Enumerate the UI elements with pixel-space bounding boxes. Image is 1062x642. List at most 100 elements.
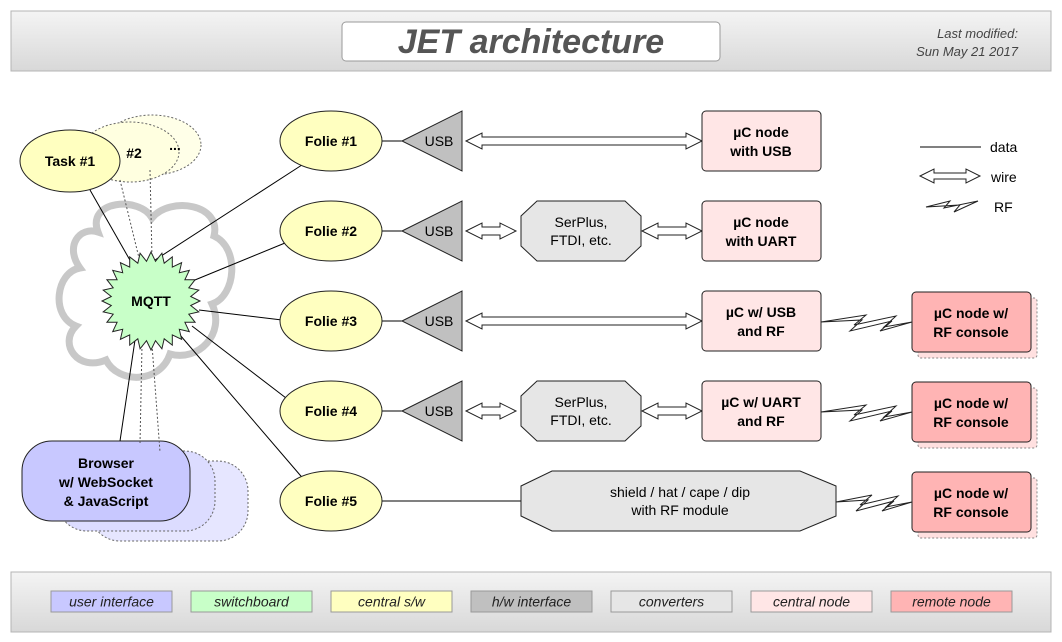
folie-1 xyxy=(279,110,383,172)
remote-node-2-line-2: RF console xyxy=(933,414,1009,430)
legend-items: user interface switchboard central s/w h/w … xyxy=(50,590,1013,613)
page-title: JET architecture xyxy=(398,23,664,61)
usb-interface-1 xyxy=(400,110,463,172)
rf-link-row3 xyxy=(820,314,913,332)
usb-label-3: USB xyxy=(425,313,454,329)
title-box xyxy=(341,21,721,62)
usb-label-2: USB xyxy=(425,223,454,239)
browser-box xyxy=(21,440,191,522)
legend-bar: user interface switchboard central s/w h/w … xyxy=(10,571,1052,633)
legend-swatch xyxy=(50,590,173,613)
legend-swatch xyxy=(890,590,1013,613)
folie-1-label: Folie #1 xyxy=(305,133,357,149)
usb-label-1: USB xyxy=(425,133,454,149)
wire-arrow-row1 xyxy=(464,132,704,150)
shield-line-1: shield / hat / cape / dip xyxy=(610,484,750,500)
serplus-2-line-2: FTDI, etc. xyxy=(550,412,611,428)
task-stack: Task #1 #2 ... xyxy=(19,114,202,193)
central-node-1 xyxy=(701,110,822,172)
task-1-label: Task #1 xyxy=(45,153,96,169)
usb-interface-2 xyxy=(400,200,463,262)
task-more-label: ... xyxy=(169,137,181,153)
last-modified-date: Sun May 21 2017 xyxy=(916,44,1019,59)
usb-interface-4 xyxy=(400,380,463,442)
rf-links xyxy=(820,314,913,512)
key-rf-bolt xyxy=(925,200,979,213)
central-node-4-line-1: µC w/ UART xyxy=(721,394,801,410)
central-node-3-line-2: and RF xyxy=(737,323,785,339)
remote-node-2 xyxy=(911,381,1032,443)
serplus-1-line-1: SerPlus, xyxy=(555,214,608,230)
header-bar: JET architecture Last modified: Sun May … xyxy=(10,10,1052,72)
central-node-3-line-1: µC w/ USB xyxy=(726,304,796,320)
usb-column: USB USB USB USB xyxy=(400,110,463,442)
legend-label: converters xyxy=(639,594,704,610)
remote-node-1-line-2: RF console xyxy=(933,324,1009,340)
central-node-2 xyxy=(701,200,822,262)
key-wire-label: wire xyxy=(990,169,1017,185)
key-rf-label: RF xyxy=(994,199,1013,215)
usb-interface-3 xyxy=(400,290,463,352)
legend-swatch xyxy=(750,590,873,613)
browser-line-1: Browser xyxy=(78,455,135,471)
task-1-ellipse xyxy=(19,129,121,193)
shield-converter xyxy=(520,470,837,532)
legend-swatch xyxy=(470,590,593,613)
central-node-1-line-1: µC node xyxy=(733,124,789,140)
legend-label: switchboard xyxy=(214,594,290,610)
remote-node-2-line-1: µC node w/ xyxy=(934,395,1008,411)
central-node-2-line-1: µC node xyxy=(733,214,789,230)
key-data-label: data xyxy=(990,139,1017,155)
wire-arrows xyxy=(464,132,704,420)
legend-swatch xyxy=(190,590,313,613)
cloud-shape xyxy=(55,200,236,381)
central-node-3 xyxy=(701,290,822,352)
folie-4 xyxy=(279,380,383,442)
last-modified-label: Last modified: xyxy=(937,26,1018,41)
folie-4-label: Folie #4 xyxy=(305,403,357,419)
remote-node-1-line-1: µC node w/ xyxy=(934,305,1008,321)
wire-arrow-row4b xyxy=(640,402,704,420)
central-node-1-line-2: with USB xyxy=(729,143,791,159)
legend-label: user interface xyxy=(69,594,154,610)
remote-node-3-line-1: µC node w/ xyxy=(934,485,1008,501)
folie-2-label: Folie #2 xyxy=(305,223,357,239)
serplus-1-line-2: FTDI, etc. xyxy=(550,232,611,248)
serplus-converter-1 xyxy=(520,200,642,262)
converters: SerPlus, FTDI, etc. SerPlus, FTDI, etc. … xyxy=(520,200,837,532)
mqtt-label: MQTT xyxy=(131,293,171,309)
central-node-4 xyxy=(701,380,822,442)
remote-node-3 xyxy=(911,471,1032,533)
central-nodes: µC node with USB µC node with UART µC w/… xyxy=(701,110,822,442)
legend-label: central node xyxy=(773,594,850,610)
folie-5-label: Folie #5 xyxy=(305,493,357,509)
folie-3-label: Folie #3 xyxy=(305,313,357,329)
central-node-4-line-2: and RF xyxy=(737,413,785,429)
rf-link-row5 xyxy=(835,494,913,512)
folie-5 xyxy=(279,470,383,532)
serplus-converter-2 xyxy=(520,380,642,442)
wire-arrow-row4a xyxy=(464,402,518,420)
task-2-label: #2 xyxy=(126,145,142,161)
folie-2 xyxy=(279,200,383,262)
usb-label-4: USB xyxy=(425,403,454,419)
legend-swatch xyxy=(610,590,733,613)
browser-stack: Browser w/ WebSocket & JavaScript xyxy=(21,440,249,542)
browser-line-2: w/ WebSocket xyxy=(58,474,153,490)
legend-label: h/w interface xyxy=(492,594,572,610)
wire-arrow-row2a xyxy=(464,222,518,240)
shield-line-2: with RF module xyxy=(630,502,728,518)
browser-line-3: & JavaScript xyxy=(64,493,149,509)
dotted-lines xyxy=(119,169,161,453)
folie-column: Folie #1 Folie #2 Folie #3 Folie #4 Foli… xyxy=(279,110,383,532)
line-key: data wire RF xyxy=(918,139,1017,215)
legend-label: central s/w xyxy=(358,594,426,610)
legend-swatch xyxy=(330,590,453,613)
remote-node-1 xyxy=(911,291,1032,353)
central-node-2-line-2: with UART xyxy=(725,233,797,249)
legend-label: remote node xyxy=(912,594,991,610)
remote-nodes: µC node w/ RF console µC node w/ RF cons… xyxy=(911,291,1038,539)
mqtt-switchboard xyxy=(100,250,202,352)
remote-node-3-line-2: RF console xyxy=(933,504,1009,520)
